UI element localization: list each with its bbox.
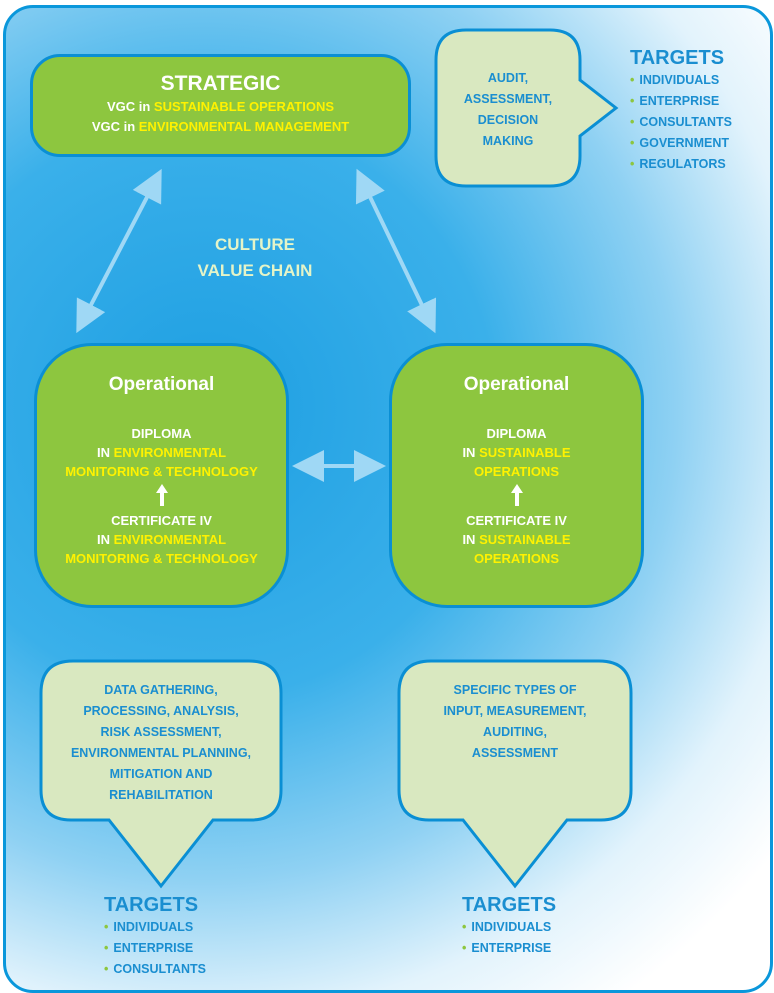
- left-callout-line-4: ENVIRONMENTAL PLANNING,: [70, 746, 252, 760]
- audit-line-4: MAKING: [482, 134, 534, 148]
- left-callout-line-1: DATA GATHERING,: [104, 683, 218, 697]
- right-diploma-prefix: IN: [462, 445, 480, 460]
- operational-right-title: Operational: [463, 374, 570, 395]
- bullet-icon: •: [462, 941, 467, 955]
- strategic-line1-highlight: SUSTAINABLE OPERATIONS: [153, 99, 335, 114]
- left-diploma-highlight: ENVIRONMENTAL: [113, 445, 227, 460]
- bottom-right-targets-title: TARGETS: [462, 894, 557, 916]
- left-certificate-label: CERTIFICATE IV: [111, 513, 212, 528]
- top-targets-title: TARGETS: [630, 47, 725, 69]
- left-diploma-label: DIPLOMA: [131, 426, 192, 441]
- right-diploma-line3: OPERATIONS: [474, 464, 559, 479]
- top-target-item: GOVERNMENT: [639, 136, 729, 150]
- culture-value-chain-label: CULTURE VALUE CHAIN: [170, 232, 340, 284]
- audit-callout: AUDIT, ASSESSMENT, DECISION MAKING: [432, 28, 622, 190]
- audit-line-2: ASSESSMENT,: [463, 92, 553, 106]
- bullet-icon: •: [630, 157, 635, 171]
- top-target-item: ENTERPRISE: [639, 94, 720, 108]
- left-diploma-line3: MONITORING & TECHNOLOGY: [65, 464, 258, 479]
- bullet-icon: •: [630, 94, 635, 108]
- right-activities-callout: SPECIFIC TYPES OF INPUT, MEASUREMENT, AU…: [395, 658, 635, 890]
- bottom-left-targets: TARGETS • INDIVIDUALS • ENTERPRISE • CONSUL…: [104, 893, 206, 980]
- arrow-strategic-to-right-operational: [355, 168, 437, 334]
- audit-line-1: AUDIT,: [487, 71, 529, 85]
- right-certificate-prefix: IN: [462, 532, 480, 547]
- right-callout-line-1: SPECIFIC TYPES OF: [453, 683, 577, 697]
- strategic-box: STRATEGIC VGC in SUSTAINABLE OPERATIONS …: [30, 54, 411, 157]
- left-callout-line-3: RISK ASSESSMENT,: [100, 725, 222, 739]
- bullet-icon: •: [630, 136, 635, 150]
- left-callout-line-2: PROCESSING, ANALYSIS,: [83, 704, 239, 718]
- left-activities-callout: DATA GATHERING, PROCESSING, ANALYSIS, RI…: [37, 658, 285, 890]
- bullet-icon: •: [630, 73, 635, 87]
- left-callout-line-6: REHABILITATION: [109, 788, 213, 802]
- audit-line-3: DECISION: [477, 113, 539, 127]
- bottom-left-target-item: INDIVIDUALS: [113, 920, 194, 934]
- arrow-strategic-to-left-operational: [76, 168, 162, 334]
- bottom-right-target-item: ENTERPRISE: [471, 941, 552, 955]
- audit-callout-shape: [434, 28, 619, 188]
- culture-line1: CULTURE: [215, 235, 295, 254]
- right-callout-line-3: AUDITING,: [483, 725, 547, 739]
- operational-box-left: Operational DIPLOMA IN ENVIRONMENTAL MON…: [34, 343, 289, 608]
- top-target-item: INDIVIDUALS: [639, 73, 720, 87]
- strategic-line2-prefix: VGC in: [91, 119, 139, 134]
- operational-box-right: Operational DIPLOMA IN SUSTAINABLE OPERA…: [389, 343, 644, 608]
- left-diploma-prefix: IN: [96, 445, 114, 460]
- strategic-line1-prefix: VGC in: [106, 99, 154, 114]
- bottom-left-targets-title: TARGETS: [104, 894, 199, 916]
- right-callout-line-2: INPUT, MEASUREMENT,: [443, 704, 587, 718]
- left-callout-line-5: MITIGATION AND: [109, 767, 213, 781]
- right-diploma-label: DIPLOMA: [486, 426, 547, 441]
- bullet-icon: •: [104, 941, 109, 955]
- up-arrow-icon: [510, 484, 523, 506]
- bullet-icon: •: [104, 920, 109, 934]
- top-targets: TARGETS • INDIVIDUALS • ENTERPRISE • CONSUL…: [630, 46, 732, 175]
- right-certificate-line3: OPERATIONS: [474, 551, 559, 566]
- bottom-right-targets: TARGETS • INDIVIDUALS • ENTERPRISE: [462, 893, 556, 959]
- bottom-right-target-item: INDIVIDUALS: [471, 920, 552, 934]
- bullet-icon: •: [104, 962, 109, 976]
- up-arrow-icon: [155, 484, 168, 506]
- strategic-title: STRATEGIC: [160, 72, 281, 95]
- left-certificate-prefix: IN: [96, 532, 114, 547]
- right-diploma-highlight: SUSTAINABLE: [479, 445, 571, 460]
- top-target-item: CONSULTANTS: [639, 115, 732, 129]
- right-certificate-label: CERTIFICATE IV: [466, 513, 567, 528]
- right-callout-line-4: ASSESSMENT: [471, 746, 559, 760]
- right-certificate-highlight: SUSTAINABLE: [479, 532, 571, 547]
- bullet-icon: •: [462, 920, 467, 934]
- bottom-left-target-item: ENTERPRISE: [113, 941, 194, 955]
- operational-left-title: Operational: [108, 374, 215, 395]
- strategic-line2-highlight: ENVIRONMENTAL MANAGEMENT: [138, 119, 350, 134]
- left-callout-shape: [39, 659, 283, 889]
- bullet-icon: •: [630, 115, 635, 129]
- top-target-item: REGULATORS: [639, 157, 726, 171]
- culture-line2: VALUE CHAIN: [197, 261, 313, 280]
- left-certificate-line3: MONITORING & TECHNOLOGY: [65, 551, 258, 566]
- bottom-left-target-item: CONSULTANTS: [113, 962, 206, 976]
- left-certificate-highlight: ENVIRONMENTAL: [113, 532, 227, 547]
- right-callout-shape: [397, 659, 633, 889]
